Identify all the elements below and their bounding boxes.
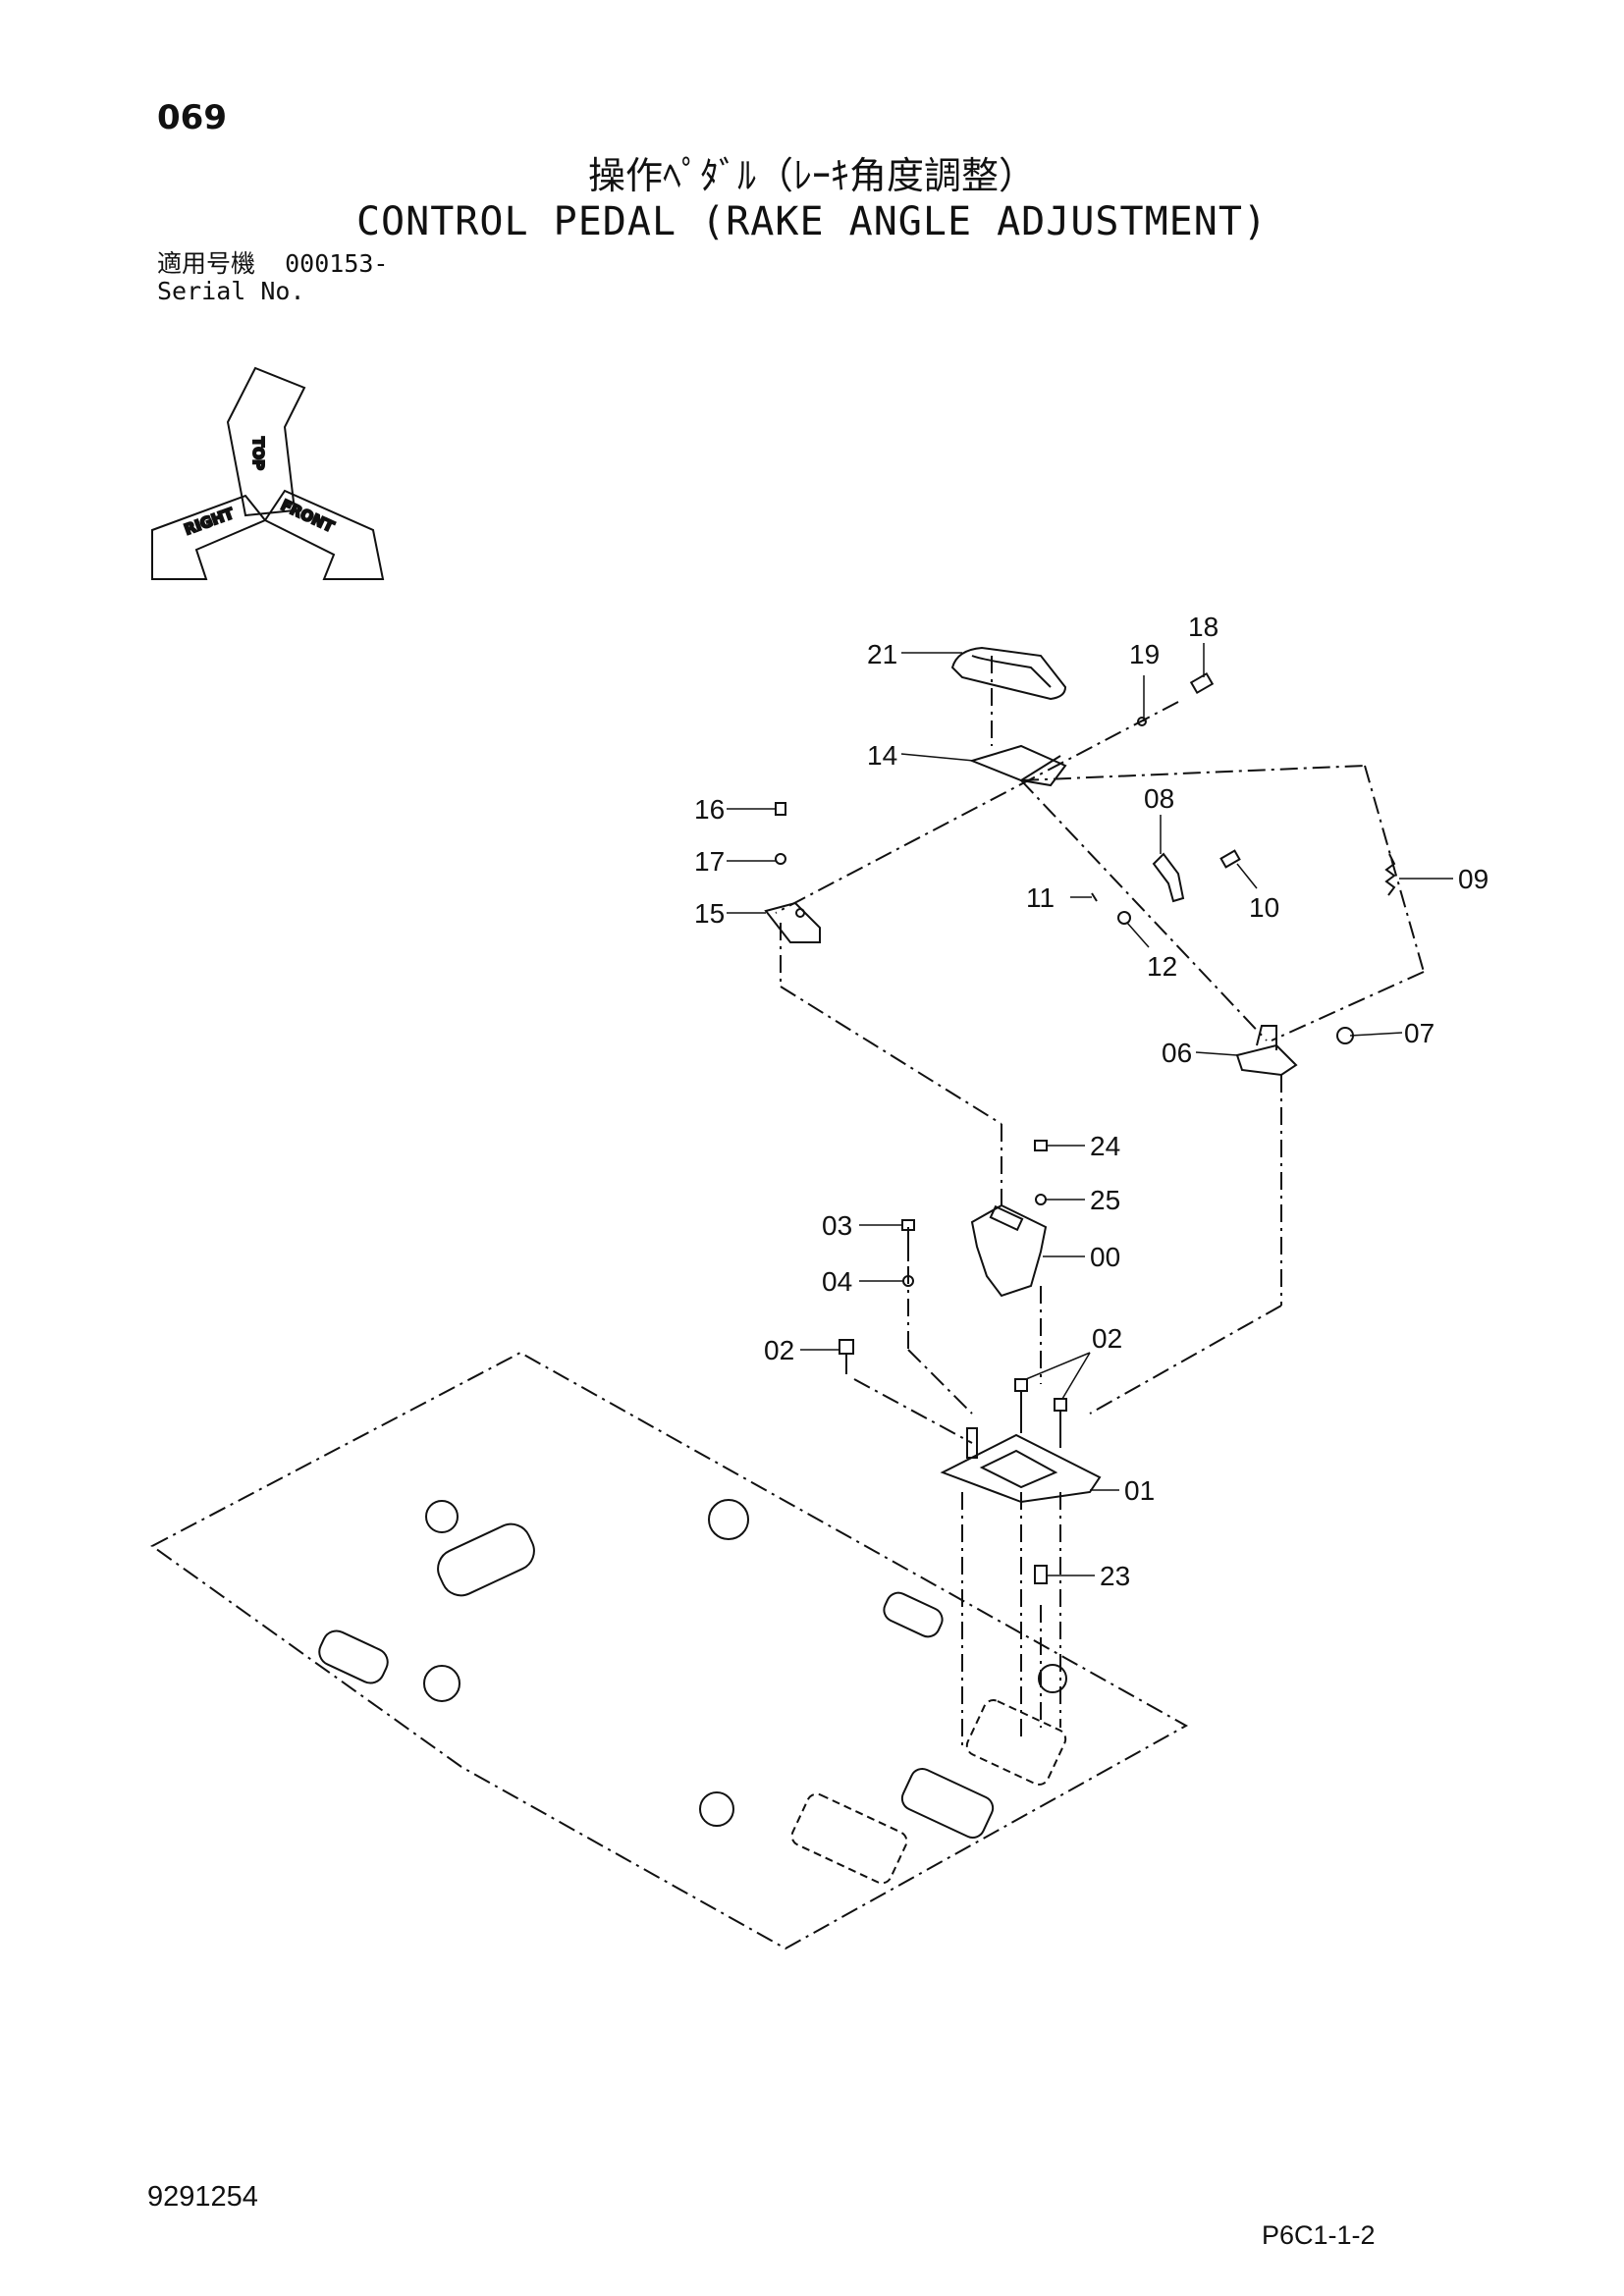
page-title: CONTROL PEDAL (RAKE ANGLE ADJUSTMENT) (355, 199, 1269, 244)
callout-06: 06 (1162, 1038, 1192, 1068)
part-12-washer (1117, 911, 1131, 925)
orient-top-label: TOP (249, 437, 267, 470)
part-14-pedal (968, 744, 1067, 787)
callout-00: 00 (1090, 1242, 1120, 1272)
page-title-japanese: 操作ﾍﾟﾀﾞﾙ（ﾚｰｷ角度調整） (587, 154, 1036, 197)
callout-24: 24 (1090, 1131, 1120, 1161)
right-arrow (151, 494, 267, 580)
callout-03: 03 (822, 1210, 852, 1241)
callout-11: 11 (1026, 882, 1055, 913)
serial-line-jp: 適用号機 000153- (157, 250, 388, 278)
callout-04: 04 (822, 1266, 852, 1297)
part-15-bracket (764, 901, 821, 943)
leader-lines (727, 643, 1453, 1576)
callouts: 21 19 18 14 16 17 15 08 09 11 10 12 06 0… (694, 612, 1489, 1591)
callout-23: 23 (1100, 1561, 1130, 1591)
part-01-base-plate (940, 1427, 1102, 1504)
part-21-pedal-cover (950, 646, 1067, 701)
callout-12: 12 (1147, 951, 1177, 982)
callout-07: 07 (1404, 1018, 1435, 1048)
top-arrow (226, 366, 306, 517)
part-25-washer (1035, 1194, 1047, 1205)
callout-19: 19 (1129, 639, 1160, 669)
part-24-nut (1034, 1140, 1048, 1151)
floor-plate-holes (318, 1499, 1067, 1885)
callout-21: 21 (867, 639, 897, 669)
callout-09: 09 (1458, 864, 1489, 894)
part-23-bolt (1034, 1565, 1048, 1584)
part-02-bolt-right-a (1014, 1378, 1028, 1433)
part-03-bolt (901, 1219, 915, 1261)
serial-value: 000153- (285, 249, 389, 278)
part-06-bracket (1235, 1025, 1298, 1077)
callout-01: 01 (1124, 1475, 1155, 1506)
callout-02-right: 02 (1092, 1323, 1122, 1354)
part-10-pin (1219, 849, 1241, 869)
callout-17: 17 (694, 846, 725, 877)
orientation-indicator: TOP RIGHT FRONT (151, 366, 385, 580)
floor-plate (150, 1351, 1189, 1950)
callout-02-left: 02 (764, 1335, 794, 1365)
callout-08: 08 (1144, 783, 1174, 814)
part-19-washer (1137, 717, 1147, 726)
part-11-pin (1091, 892, 1098, 902)
callout-10: 10 (1249, 892, 1279, 923)
page-number: 069 (157, 98, 227, 137)
part-02-bolt-right-b (1054, 1398, 1067, 1448)
part-16-bolt (775, 802, 786, 816)
serial-label-jp: 適用号機 (157, 249, 256, 278)
callout-25: 25 (1090, 1185, 1120, 1215)
callout-15: 15 (694, 898, 725, 929)
part-17-washer (775, 853, 786, 865)
serial-block: 適用号機 000153- Serial No. (157, 250, 388, 305)
part-09-spring (1384, 853, 1396, 896)
assembly-lines (775, 656, 1425, 1747)
callout-14: 14 (867, 740, 897, 771)
part-02-bolt-left (839, 1339, 854, 1374)
drawing-id: 9291254 (147, 2181, 258, 2213)
part-18-bolt (1189, 671, 1215, 695)
part-00-valve (970, 1203, 1048, 1298)
part-08-lever (1152, 852, 1185, 903)
callout-18: 18 (1188, 612, 1218, 642)
front-arrow (263, 489, 385, 580)
serial-label-en: Serial No. (157, 277, 305, 305)
callout-16: 16 (694, 794, 725, 825)
page-code: P6C1-1-2 (1262, 2220, 1376, 2250)
